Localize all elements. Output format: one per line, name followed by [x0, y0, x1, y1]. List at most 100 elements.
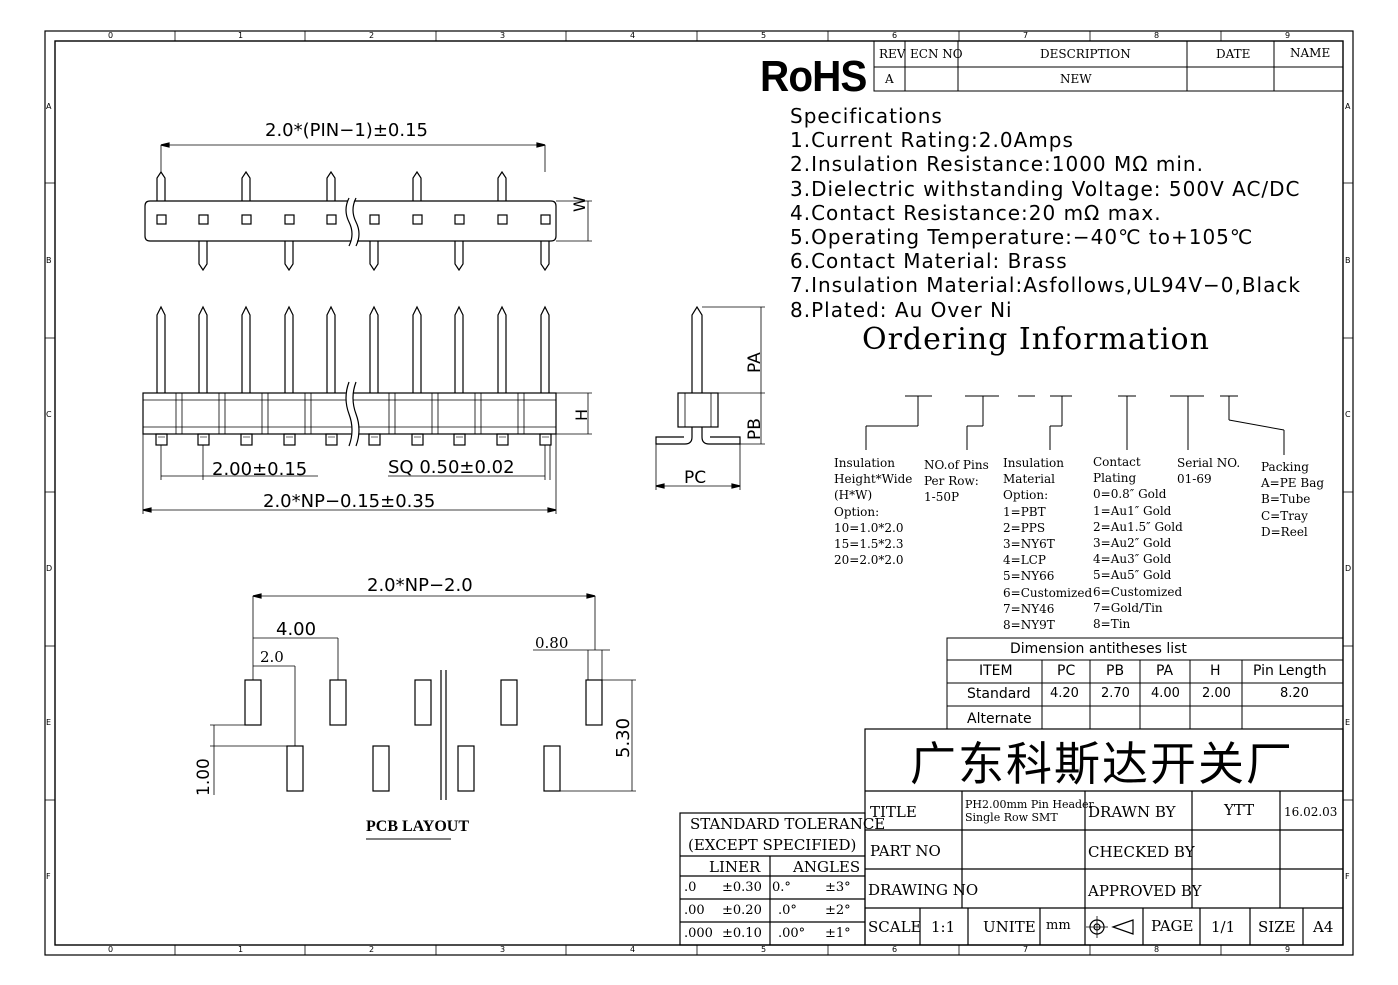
frame-row-b: B	[46, 256, 52, 265]
ordering-line: 20=2.0*2.0	[834, 553, 904, 568]
frame-row-d-right: D	[1345, 564, 1352, 573]
scale-value: 1:1	[931, 918, 956, 936]
ordering-line: 7=Gold/Tin	[1093, 600, 1163, 615]
tol-linear-2-value: ±0.20	[722, 903, 762, 918]
dim-pcb-080: 0.80	[535, 634, 569, 652]
frame-col-8: 8	[1154, 31, 1160, 40]
frame-col-6: 6	[892, 31, 898, 40]
ordering-line: 3=NY6T	[1003, 537, 1055, 552]
dim-pcb-100: 1.00	[194, 758, 214, 796]
frame-col-4: 4	[630, 31, 636, 40]
dim-row-alternate-label: Alternate	[967, 711, 1032, 727]
ordering-line: 1=Au1″ Gold	[1093, 503, 1172, 518]
frame-col-7-bottom: 7	[1023, 945, 1029, 954]
tol-linear-1-value: ±0.30	[722, 880, 762, 895]
unite-value: mm	[1046, 918, 1071, 933]
tol-angle-3: .00°	[778, 926, 806, 941]
dim-standard-pb: 2.70	[1101, 686, 1130, 701]
dim-pcb-400: 4.00	[276, 619, 317, 640]
size-value: A4	[1313, 918, 1334, 936]
ordering-line: 0=0.8″ Gold	[1093, 487, 1167, 502]
description-value: NEW	[1060, 72, 1092, 86]
frame-col-3: 3	[500, 31, 506, 40]
dim-table-title: Dimension antitheses list	[1010, 641, 1187, 657]
dim-h: H	[572, 408, 591, 421]
spec-item: 3.Dielectric withstanding Voltage: 500V …	[790, 176, 1301, 201]
tol-linear-3-value: ±0.10	[722, 926, 762, 941]
ordering-column-pins: NO.of Pins Per Row: 1-50P	[924, 457, 989, 506]
dim-pitch: 2.00±0.15	[212, 459, 308, 480]
frame-col-9: 9	[1285, 31, 1291, 40]
frame-row-a-right: A	[1345, 102, 1351, 111]
ordering-line: 6=Customized	[1003, 585, 1093, 600]
ordering-column-height: Insulation Height*Wide (H*W) Option: 10=…	[834, 455, 912, 568]
ordering-title: Ordering Information	[862, 322, 1210, 357]
dim-pcb-20: 2.0	[260, 648, 284, 666]
frame-row-e: E	[46, 718, 52, 727]
title-value-line1: PH2.00mm Pin Header	[965, 798, 1094, 811]
ordering-line: 5=Au5″ Gold	[1093, 568, 1172, 583]
dim-pcb-530: 5.30	[613, 717, 634, 758]
ordering-column-serial: Serial NO. 01-69	[1177, 455, 1240, 487]
dim-header-item: ITEM	[979, 663, 1013, 679]
ordering-line: Insulation	[1003, 456, 1064, 470]
spec-item: 6.Contact Material: Brass	[790, 249, 1068, 274]
ordering-line: 6=Customized	[1093, 584, 1183, 599]
projection-icon	[1090, 919, 1140, 937]
frame-col-5: 5	[761, 31, 767, 40]
ordering-line: NO.of Pins	[924, 458, 989, 472]
tolerance-liner: LINER	[709, 858, 761, 876]
ordering-line: 8=Tin	[1093, 617, 1131, 632]
frame-row-f: F	[46, 872, 51, 881]
drawn-by-label: DRAWN BY	[1088, 803, 1176, 821]
scale-label: SCALE	[868, 918, 922, 936]
ordering-line: 1=PBT	[1003, 504, 1046, 519]
ordering-line: Option:	[1003, 488, 1049, 503]
dim-standard-pc: 4.20	[1050, 686, 1079, 701]
dim-header-pc: PC	[1057, 663, 1076, 679]
ordering-line: 2=Au1.5″ Gold	[1093, 519, 1183, 534]
frame-col-0-bottom: 0	[108, 945, 114, 954]
ordering-column-material: Insulation Material Option: 1=PBT 2=PPS …	[1003, 455, 1092, 633]
ordering-line: 15=1.5*2.3	[834, 537, 904, 552]
frame-col-4-bottom: 4	[630, 945, 636, 954]
ordering-line: Per Row:	[924, 474, 979, 489]
frame-col-0: 0	[108, 31, 114, 40]
ordering-line: D=Reel	[1261, 524, 1308, 539]
dim-row-standard-label: Standard	[967, 686, 1031, 702]
dim-pc: PC	[684, 468, 707, 488]
frame-col-9-bottom: 9	[1285, 945, 1291, 954]
ordering-column-plating: Contact Plating 0=0.8″ Gold 1=Au1″ Gold …	[1093, 454, 1183, 632]
frame-col-6-bottom: 6	[892, 945, 898, 954]
rev-value: A	[885, 72, 894, 86]
size-label: SIZE	[1258, 918, 1296, 936]
dim-standard-pin-length: 8.20	[1280, 686, 1309, 701]
frame-row-f-right: F	[1345, 872, 1350, 881]
title-value-line2: Single Row SMT	[965, 811, 1058, 824]
ecn-header: ECN NO	[910, 47, 963, 61]
ordering-line: 3=Au2″ Gold	[1093, 536, 1172, 551]
tol-angle-2: .0°	[778, 903, 797, 918]
spec-item: 8.Plated: Au Over Ni	[790, 297, 1013, 322]
tol-linear-3: .000	[684, 926, 713, 941]
ordering-line: Option:	[834, 504, 880, 519]
page-label: PAGE	[1151, 917, 1194, 935]
title-label: TITLE	[870, 803, 917, 821]
ordering-line: Packing	[1261, 460, 1309, 474]
spec-item: 7.Insulation Material:Asfollows,UL94V−0,…	[790, 273, 1301, 298]
specifications: Specifications 1.Current Rating:2.0Amps …	[790, 104, 1301, 322]
description-header: DESCRIPTION	[1040, 47, 1131, 61]
ordering-line: 8=NY9T	[1003, 618, 1055, 633]
frame-row-e-right: E	[1345, 718, 1351, 727]
tolerance-line2: (EXCEPT SPECIFIED)	[688, 836, 857, 854]
frame-col-1-bottom: 1	[238, 945, 244, 954]
drawing-no-label: DRAWING NO	[868, 881, 979, 899]
approved-by-label: APPROVED BY	[1088, 882, 1202, 900]
spec-item: 4.Contact Resistance:20 mΩ max.	[790, 200, 1162, 225]
dim-header-pa: PA	[1156, 663, 1174, 679]
dim-standard-pa: 4.00	[1151, 686, 1180, 701]
tolerance-line1: STANDARD TOLERANCE	[690, 815, 886, 833]
page-value: 1/1	[1211, 918, 1236, 936]
ordering-line: 01-69	[1177, 472, 1212, 487]
